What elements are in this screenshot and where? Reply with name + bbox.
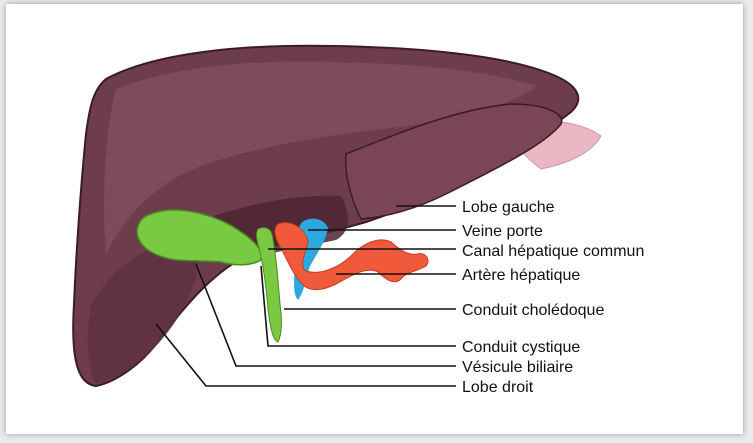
diagram-frame: Lobe gauche Veine porte Canal hépatique … (6, 4, 743, 434)
leader-right-lobe (156, 324, 456, 386)
leader-cystic-duct (261, 266, 456, 346)
label-common-hepatic-duct: Canal hépatique commun (462, 243, 644, 260)
label-hepatic-artery: Artère hépatique (462, 267, 580, 284)
label-portal-vein: Veine porte (462, 223, 543, 240)
label-gallbladder: Vésicule biliaire (462, 359, 573, 376)
liver-anatomy-diagram: Lobe gauche Veine porte Canal hépatique … (6, 4, 743, 434)
label-common-bile-duct: Conduit cholédoque (462, 302, 604, 319)
label-cystic-duct: Conduit cystique (462, 339, 580, 356)
label-left-lobe: Lobe gauche (462, 199, 555, 216)
label-right-lobe: Lobe droit (462, 379, 534, 396)
